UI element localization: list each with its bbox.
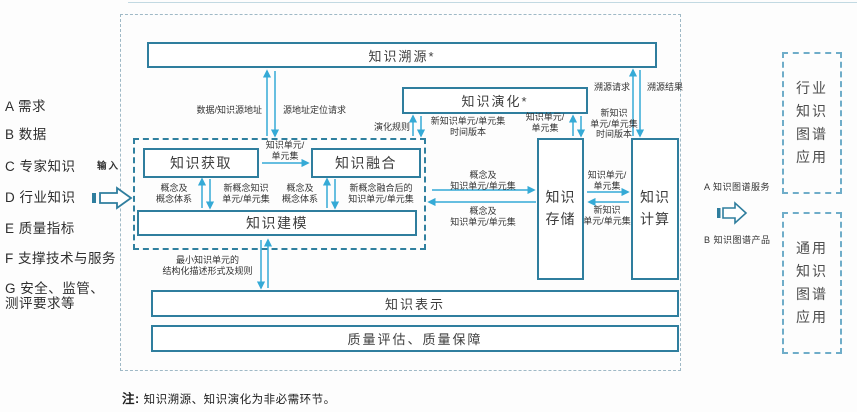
general-kg-application-box: 通用 知识 图谱 应用 xyxy=(782,212,842,354)
industry-kg-application-box: 行业 知识 图谱 应用 xyxy=(782,52,842,194)
input-item-g: G 安全、监管、 测评要求等 xyxy=(5,281,105,311)
knowledge-acquisition-box: 知识获取 xyxy=(143,148,259,178)
flow-label-trace-result: 溯源结果 xyxy=(647,82,684,92)
knowledge-tracing-box: 知识溯源* xyxy=(147,42,657,68)
flow-label-units-between: 知识单元/ 单元集 xyxy=(265,140,305,161)
footnote-prefix: 注: xyxy=(122,392,140,406)
knowledge-computing-box: 知识 计算 xyxy=(631,138,679,280)
input-item-c: C 专家知识 xyxy=(5,159,76,174)
knowledge-representation-box: 知识表示 xyxy=(151,290,679,317)
knowledge-evolution-box: 知识演化* xyxy=(402,87,588,114)
knowledge-storage-box: 知识 存储 xyxy=(537,138,584,280)
flow-label-compute-out: 新知识 单元/单元集 xyxy=(583,205,631,226)
input-label: 输入 xyxy=(97,161,121,172)
knowledge-modeling-box: 知识建模 xyxy=(137,210,417,236)
quality-assurance-box: 质量评估、质量保障 xyxy=(151,325,679,352)
output-block-arrow-icon xyxy=(717,201,748,225)
flow-label-store-in: 概念及 知识单元/单元集 xyxy=(450,170,516,191)
flow-label-fusion-new-units: 新概念融合后的 知识单元/单元集 xyxy=(348,183,414,204)
input-item-e: E 质量指标 xyxy=(5,221,75,236)
flow-label-data-source-address: 数据/知识源地址 xyxy=(196,105,262,115)
flow-label-modeling-spec: 最小知识单元的 结构化描述形式及规则 xyxy=(162,255,253,276)
footnote: 注:知识溯源、知识演化为非必需环节。 xyxy=(122,388,336,407)
input-item-a: A 需求 xyxy=(5,99,47,114)
flow-label-new-units-time-version: 新知识单元/单元集 时间版本 xyxy=(430,116,506,137)
input-item-d: D 行业知识 xyxy=(5,190,76,205)
output-b-label: B 知识图谱产品 xyxy=(704,235,771,245)
footnote-text: 知识溯源、知识演化为非必需环节。 xyxy=(143,394,336,406)
flow-label-trace-request: 溯源请求 xyxy=(593,82,630,92)
knowledge-fusion-box: 知识融合 xyxy=(311,148,421,178)
input-item-f: F 支撑技术与服务 xyxy=(5,251,116,266)
flow-label-fusion-concepts: 概念及 概念体系 xyxy=(281,183,318,204)
input-item-b: B 数据 xyxy=(5,127,47,142)
flow-label-compute-in: 知识单元/ 单元集 xyxy=(587,170,627,191)
flow-label-acq-concepts: 概念及 概念体系 xyxy=(155,183,192,204)
flow-label-acq-new-units: 新概念知识 单元/单元集 xyxy=(222,183,270,204)
input-block-arrow-icon xyxy=(92,186,133,210)
flow-label-storage-new-units-time: 新知识 单元/单元集 时间版本 xyxy=(590,108,638,139)
flow-label-source-locate-request: 源地址定位请求 xyxy=(283,105,347,115)
flow-label-evolution-rules: 演化规则 xyxy=(373,122,410,132)
flow-label-store-out: 概念及 知识单元/单元集 xyxy=(450,206,516,227)
output-a-label: A 知识图谱服务 xyxy=(704,182,771,192)
construction-inner-frame xyxy=(133,138,426,250)
flow-label-units-to-evolution: 知识单元/ 单元集 xyxy=(525,112,565,133)
page-top-rule xyxy=(128,2,857,3)
